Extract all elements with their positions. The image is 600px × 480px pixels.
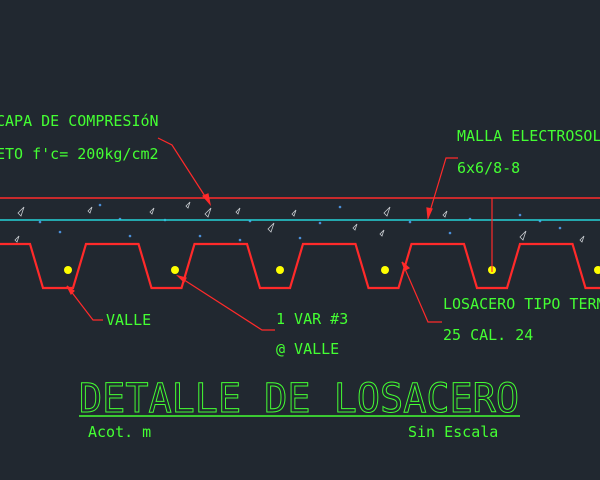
deck-type-label: LOSACERO TIPO TERM [443, 295, 600, 313]
aggregate-dot [298, 236, 302, 240]
aggregate-dot [238, 238, 242, 242]
concrete-aggregate-specks [14, 201, 585, 243]
aggregate-dot [338, 205, 342, 209]
aggregate-speck [383, 206, 391, 217]
aggregate-speck [267, 222, 275, 233]
aggregate-speck [14, 235, 20, 243]
valley-label: VALLE [106, 311, 151, 329]
aggregate-dot [318, 221, 322, 225]
aggregate-speck [352, 223, 358, 231]
mesh-leader [427, 157, 458, 219]
compression-leader-arrow [201, 193, 212, 207]
drawing-title: DETALLE DE LOSACERO [79, 376, 519, 422]
rebar-label: 1 VAR #3 [276, 310, 348, 328]
rebar-leader-arrow [176, 274, 187, 284]
aggregate-speck [204, 207, 212, 218]
deck-gauge-label: 25 CAL. 24 [443, 326, 533, 344]
valley-leader-arrow [66, 285, 75, 296]
aggregate-speck [17, 206, 25, 217]
aggregate-dot [38, 220, 42, 224]
rebar-dots [64, 266, 600, 274]
rebar-dot [64, 266, 72, 274]
leader-lines [66, 137, 458, 331]
rebar-spacing-label: @ VALLE [276, 340, 339, 358]
aggregate-dot [558, 226, 562, 230]
deck-leader-arrow [401, 261, 411, 271]
rebar-dot [276, 266, 284, 274]
aggregate-speck [519, 230, 527, 241]
aggregate-speck [442, 210, 448, 218]
steel-deck-profile [0, 242, 600, 290]
valley-leader [66, 285, 103, 321]
scale-label: Sin Escala [408, 423, 498, 441]
aggregate-speck [87, 206, 93, 214]
aggregate-dot [198, 234, 202, 238]
aggregate-dot [58, 230, 62, 234]
deck-leader [401, 261, 442, 323]
aggregate-speck [579, 235, 585, 243]
aggregate-speck [379, 229, 385, 237]
rebar-dot [171, 266, 179, 274]
aggregate-dot [98, 203, 102, 207]
aggregate-dot [128, 234, 132, 238]
rebar-dot [594, 266, 600, 274]
compression-leader [157, 137, 211, 205]
aggregate-dot [408, 220, 412, 224]
aggregate-dot [518, 213, 522, 217]
mesh-label: MALLA ELECTROSOL [457, 127, 600, 145]
aggregate-dot [448, 231, 452, 235]
aggregate-speck [291, 209, 297, 217]
aggregate-speck [185, 201, 191, 209]
mesh-leader-arrow [426, 207, 433, 221]
concrete-strength-label: ETO f'c= 200kg/cm2 [0, 145, 159, 163]
aggregate-speck [235, 207, 241, 215]
rebar-leader [177, 275, 275, 331]
aggregate-speck [149, 207, 155, 215]
mesh-spec-label: 6x6/8-8 [457, 159, 520, 177]
rebar-dot [381, 266, 389, 274]
dimension-units-label: Acot. m [88, 423, 151, 441]
compression-layer-label: CAPA DE COMPRESIóN [0, 112, 159, 130]
